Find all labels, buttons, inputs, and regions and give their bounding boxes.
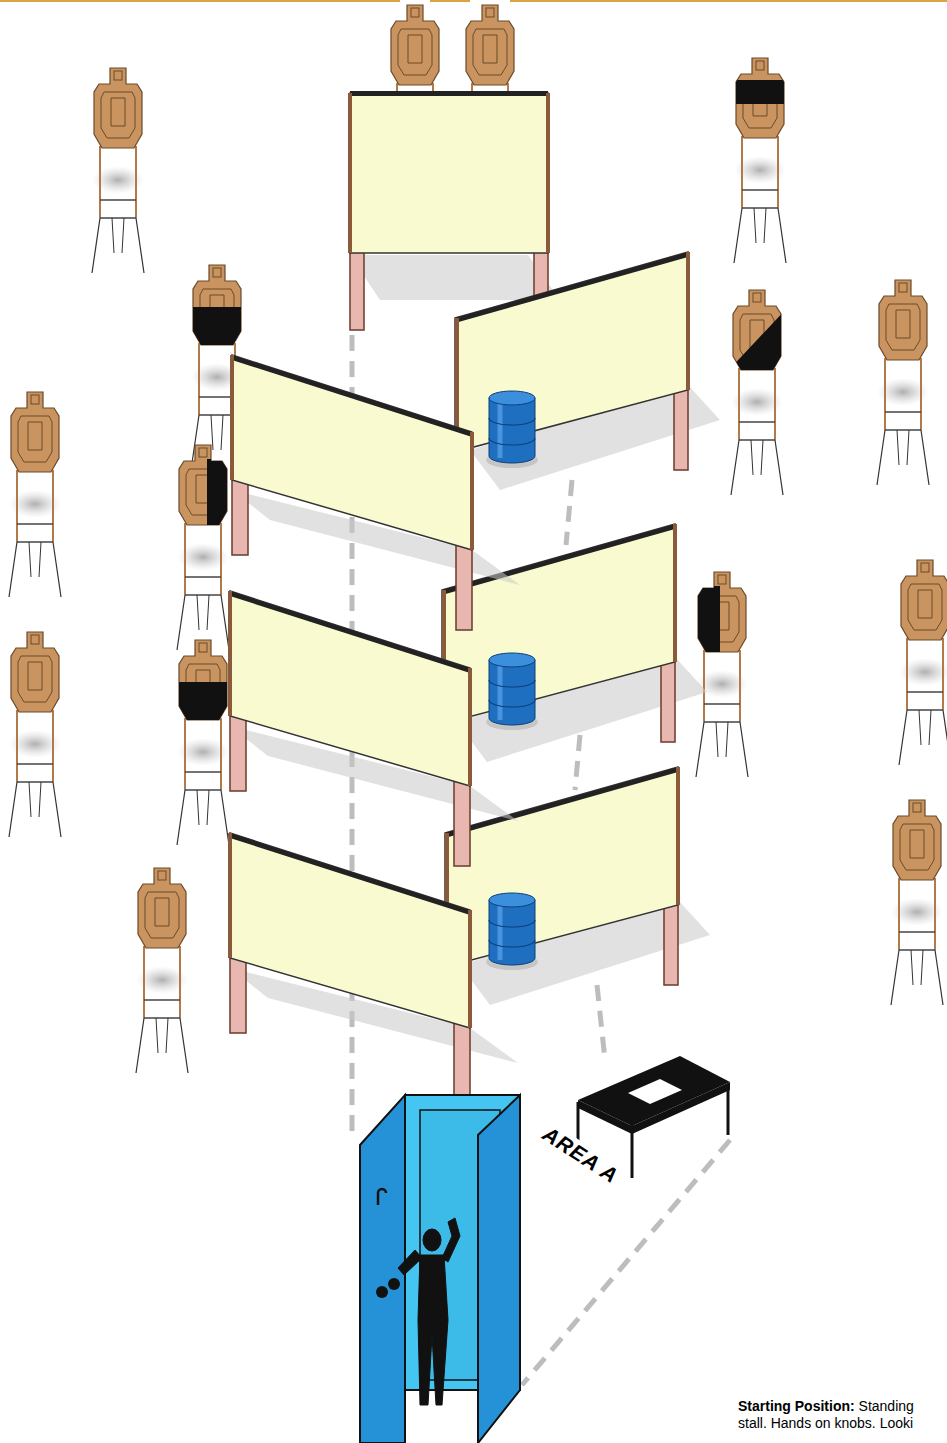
area-label: AREA A [536,1120,625,1190]
note-heading: Starting Position: [738,1398,855,1414]
start-note: Starting Position: Standing stall. Hands… [738,1398,940,1432]
